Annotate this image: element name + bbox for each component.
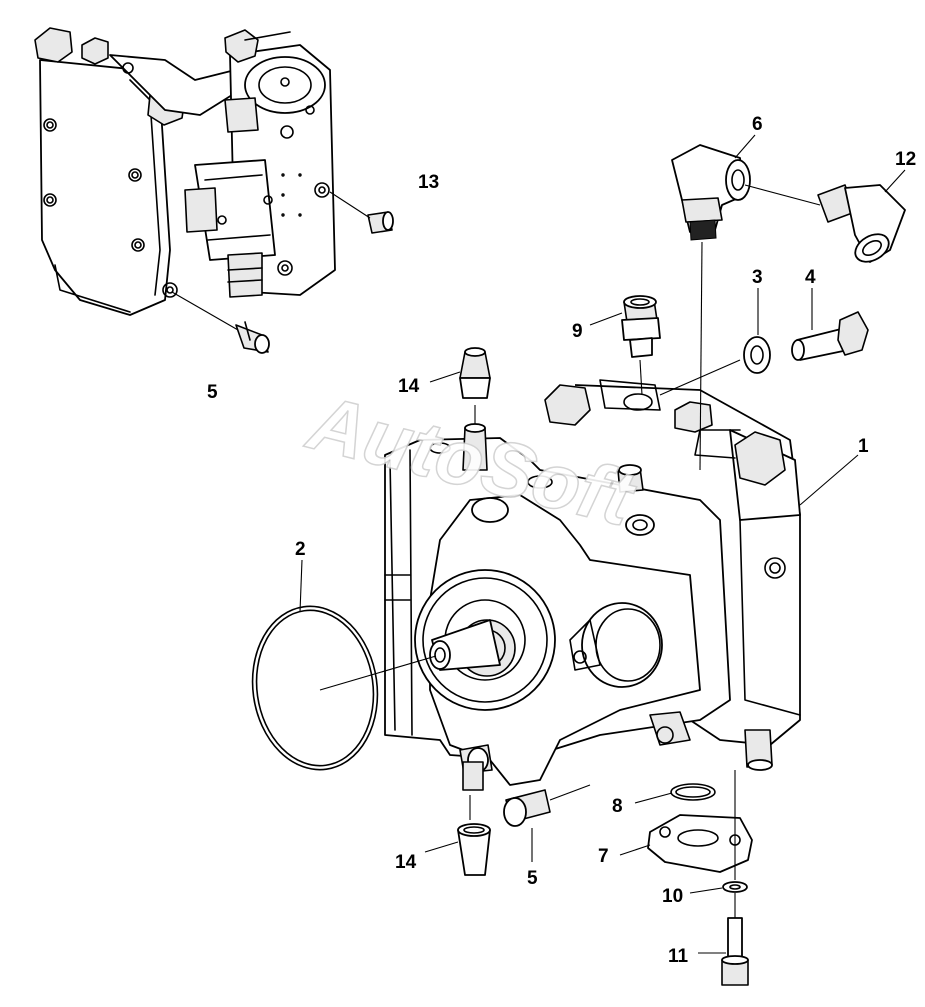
callout-7: 7 [598,846,609,867]
part-3-washer [659,288,771,396]
callout-10: 10 [662,886,683,907]
callout-1: 1 [858,436,869,457]
callout-5-lower: 5 [527,868,538,889]
callout-2: 2 [295,539,306,560]
callout-14-upper: 14 [398,376,420,397]
part-13-plug [329,191,394,234]
main-pump-assembly [384,379,801,786]
part-6-elbow [671,134,821,471]
callout-4: 4 [805,267,816,288]
part-12-elbow [817,169,906,263]
part-1-leader [799,454,859,506]
part-5-plug-upper [171,291,270,354]
part-11-bolt [698,893,749,986]
part-14-lower [424,761,491,876]
part-4-bolt [791,288,869,361]
callout-12: 12 [895,149,916,170]
callout-6: 6 [752,114,763,135]
callout-3: 3 [752,267,763,288]
part-2-o-ring [251,559,437,771]
callout-5-upper: 5 [207,382,218,403]
callout-8: 8 [612,796,623,817]
part-10-washer [689,881,748,894]
part-9-fitting [589,295,661,396]
callout-13: 13 [418,172,439,193]
callout-14-lower: 14 [395,852,417,873]
part-7-flange [619,814,753,873]
part-5-plug-lower [503,784,591,862]
part-8-o-ring [634,783,716,804]
callout-11: 11 [668,946,689,967]
callout-9: 9 [572,321,583,342]
part-14-upper [429,347,491,471]
rear-view-assembly [34,27,336,316]
